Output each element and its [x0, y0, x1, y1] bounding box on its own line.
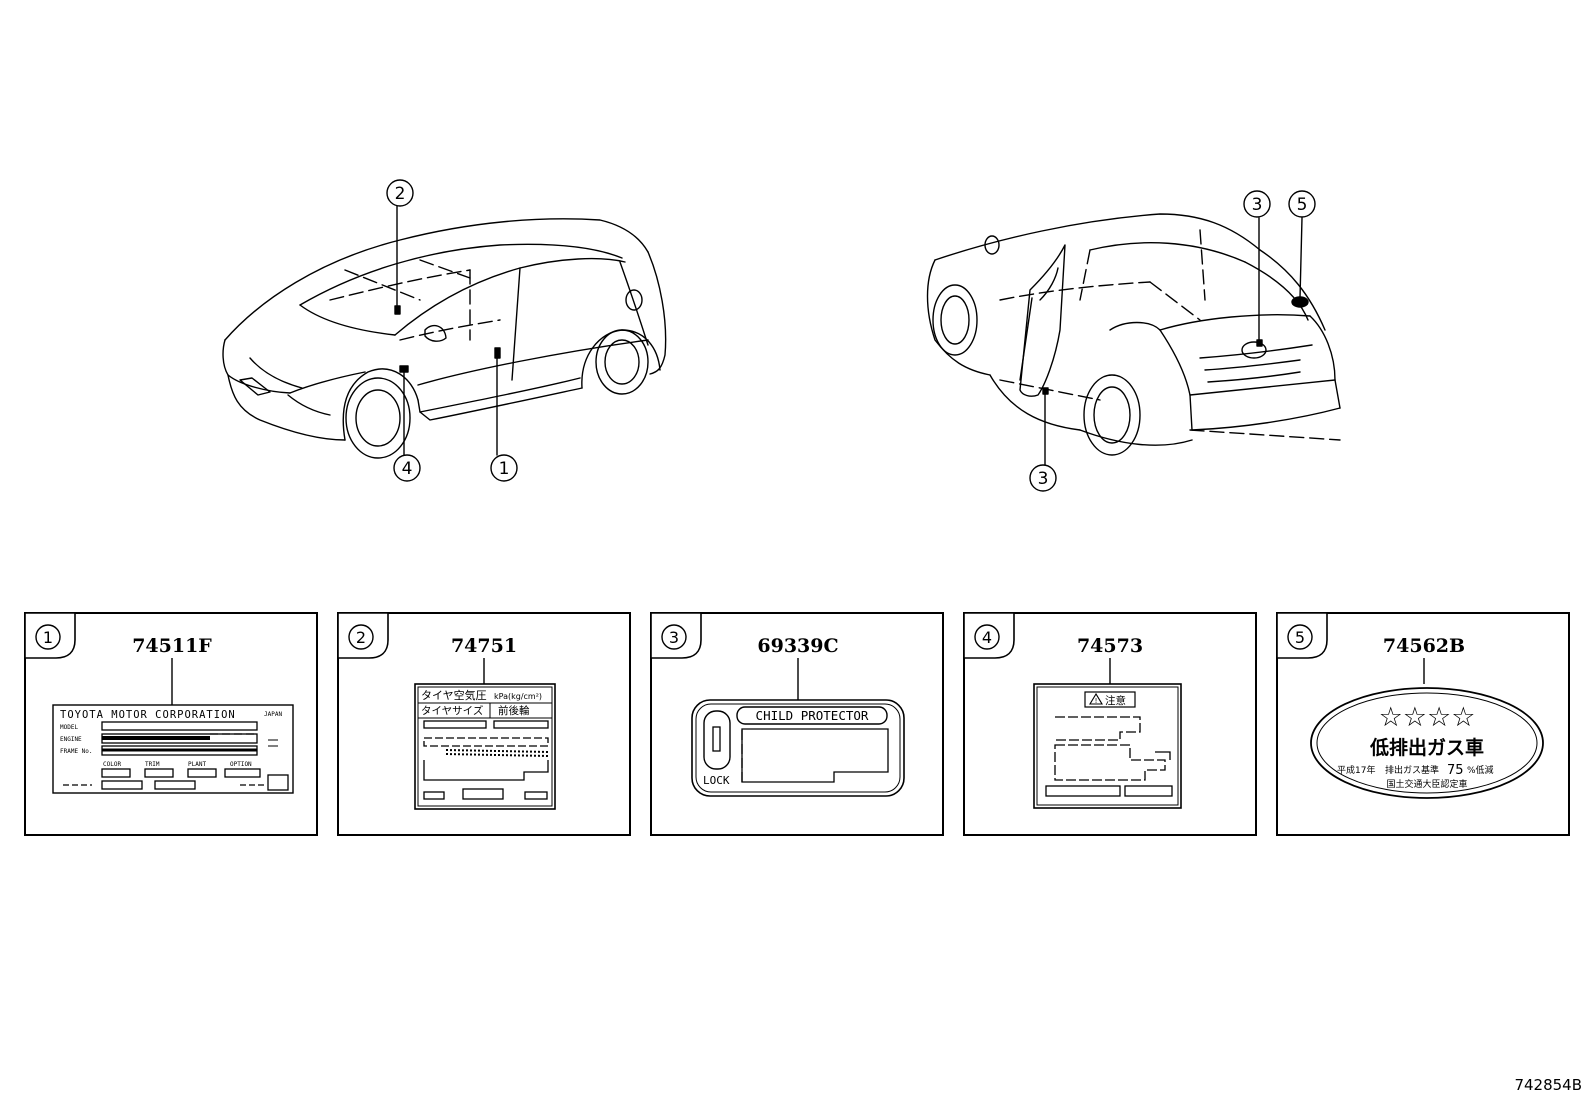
label-74562B: ☆☆☆☆ 低排出ガス車 平成17年 排出ガス基準 75 %低減 国土交通大臣認定… [1310, 687, 1544, 799]
warning-triangle-icon [1089, 692, 1103, 705]
label3-title: CHILD PROTECTOR [756, 708, 869, 723]
label1-engine: ENGINE [60, 736, 82, 743]
callout-2-top-label: 2 [395, 184, 406, 204]
callout-3-top [1243, 190, 1271, 218]
label-69339C: LOCK CHILD PROTECTOR [691, 699, 905, 797]
label1-maker: TOYOTA MOTOR CORPORATION [60, 709, 236, 721]
label5-line1b: 排出ガス基準 [1385, 764, 1439, 776]
label3-lock: LOCK [703, 774, 730, 787]
part-number-69339C: 69339C [757, 635, 838, 657]
label5-title: 低排出ガス車 [1369, 736, 1484, 759]
label-74573: ! 注意 [1033, 683, 1182, 809]
label1-frame: FRAME No. [60, 748, 93, 755]
panel-5-callout-circle [1287, 624, 1313, 650]
label2-pos: 前後輪 [498, 704, 530, 717]
panel-4-tab [963, 612, 1015, 659]
label5-line1c: 75 [1447, 763, 1464, 778]
label5-stars: ☆☆☆☆ [1379, 702, 1476, 733]
label2-unit: kPa(kg/cm²) [494, 692, 542, 701]
callout-3-top-label: 3 [1252, 195, 1263, 215]
callout-3-bottom [1029, 464, 1057, 492]
car-callouts [386, 179, 1316, 492]
panel-5 [1276, 612, 1570, 836]
callout-5-top-label: 5 [1297, 195, 1308, 215]
panel-1-tab [24, 612, 76, 659]
label2-title: タイヤ空気圧 [421, 688, 487, 702]
panel-1-num: 1 [43, 628, 53, 647]
label1-trim: TRIM [145, 761, 160, 768]
panel-4 [963, 612, 1257, 836]
label1-plant: PLANT [188, 761, 206, 768]
panel-5-num: 5 [1295, 628, 1305, 647]
callout-4-bottom-label: 4 [402, 459, 413, 479]
callout-5-top [1288, 190, 1316, 218]
svg-text:!: ! [1095, 697, 1098, 705]
label-74511F: TOYOTA MOTOR CORPORATION JAPAN MODEL ENG… [52, 704, 294, 794]
part-number-74573: 74573 [1077, 635, 1143, 657]
panel-3-callout-circle [661, 624, 687, 650]
front-car-illustration [222, 205, 667, 459]
panel-2-tab [337, 612, 389, 659]
label1-country: JAPAN [264, 711, 282, 718]
label4-caution: 注意 [1105, 694, 1126, 707]
panel-3-tab [650, 612, 702, 659]
part-number-74511F: 74511F [132, 635, 212, 657]
rear-car-illustration [926, 213, 1341, 467]
label1-option: OPTION [230, 761, 252, 768]
callout-1-bottom-label: 1 [499, 459, 510, 479]
label5-line1d: %低減 [1467, 764, 1494, 776]
panel-2-num: 2 [356, 628, 366, 647]
panel-4-callout-circle [974, 624, 1000, 650]
callout-4-bottom [393, 454, 421, 482]
callout-3-bottom-label: 3 [1038, 469, 1049, 489]
label-74751: タイヤ空気圧 kPa(kg/cm²) タイヤサイズ 前後輪 [414, 683, 556, 810]
panel-5-tab [1276, 612, 1328, 659]
panel-2 [337, 612, 631, 836]
label5-line1a: 平成17年 [1337, 764, 1375, 776]
panel-2-callout-circle [348, 624, 374, 650]
panel-3-num: 3 [669, 628, 679, 647]
panel-4-num: 4 [982, 628, 992, 647]
callout-1-bottom [490, 454, 518, 482]
panel-3 [650, 612, 944, 836]
diagram-id: 742854B [1514, 1076, 1582, 1094]
callout-2-top [386, 179, 414, 207]
panel-1 [24, 612, 318, 836]
part-number-74751: 74751 [451, 635, 517, 657]
part-number-74562B: 74562B [1383, 635, 1465, 657]
label2-size: タイヤサイズ [421, 704, 483, 717]
panel-1-callout-circle [35, 624, 61, 650]
label5-line2: 国土交通大臣認定車 [1386, 778, 1467, 790]
label1-model: MODEL [60, 724, 78, 731]
label1-color: COLOR [103, 761, 121, 768]
